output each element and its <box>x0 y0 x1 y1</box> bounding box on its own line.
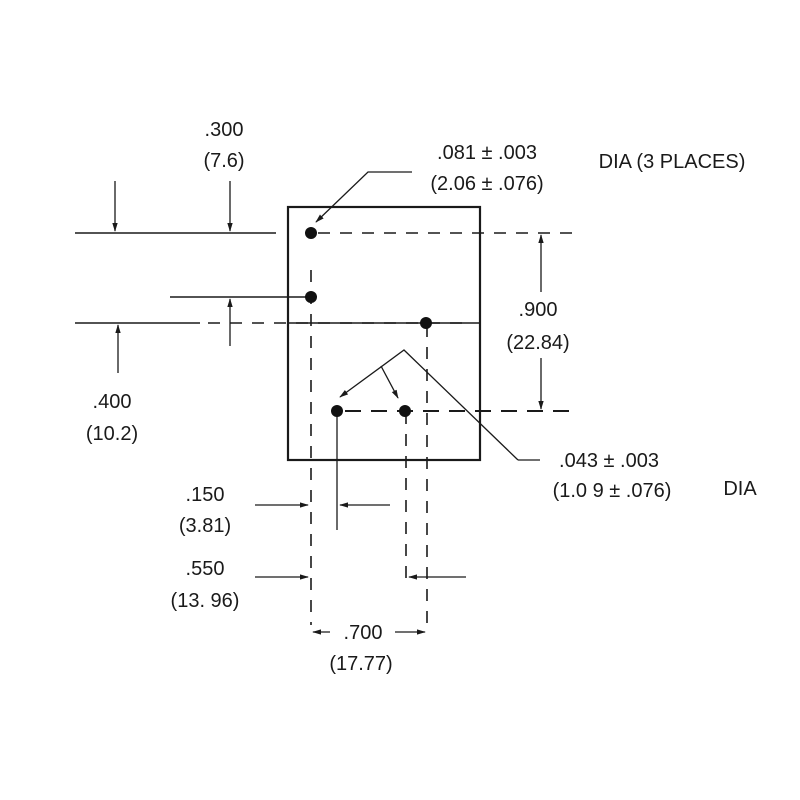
pin-top-left <box>305 227 317 239</box>
dim-900-metric: (22.84) <box>506 332 569 354</box>
small-hole-note: DIA <box>723 478 757 500</box>
dim-900-imperial: .900 <box>519 299 558 321</box>
dim-700-metric: (17.77) <box>329 653 392 675</box>
dim-400-metric: (10.2) <box>86 423 138 445</box>
dim-300-imperial: .300 <box>205 119 244 141</box>
component-body-outline <box>286 205 482 462</box>
dim-150-metric: (3.81) <box>179 515 231 537</box>
dim-700-imperial: .700 <box>344 622 383 644</box>
pin-middle-right <box>420 317 432 329</box>
small-hole-leader-branch <box>380 365 399 399</box>
dim-400-imperial: .400 <box>93 391 132 413</box>
large-hole-metric: (2.06 ± .076) <box>430 173 543 195</box>
small-hole-imperial: .043 ± .003 <box>559 450 659 472</box>
small-hole-metric: (1.0 9 ± .076) <box>553 480 672 502</box>
dim-550-metric: (13. 96) <box>171 590 240 612</box>
dim-300-metric: (7.6) <box>203 150 244 172</box>
pin-bottom-left <box>331 405 343 417</box>
large-hole-imperial: .081 ± .003 <box>437 142 537 164</box>
dim-150-imperial: .150 <box>186 484 225 506</box>
pin-middle-left <box>305 291 317 303</box>
dim-550-imperial: .550 <box>186 558 225 580</box>
pin-bottom-right <box>399 405 411 417</box>
large-hole-leader <box>315 171 412 223</box>
small-hole-leader-main <box>339 349 519 461</box>
large-hole-note: DIA (3 PLACES) <box>599 151 746 173</box>
